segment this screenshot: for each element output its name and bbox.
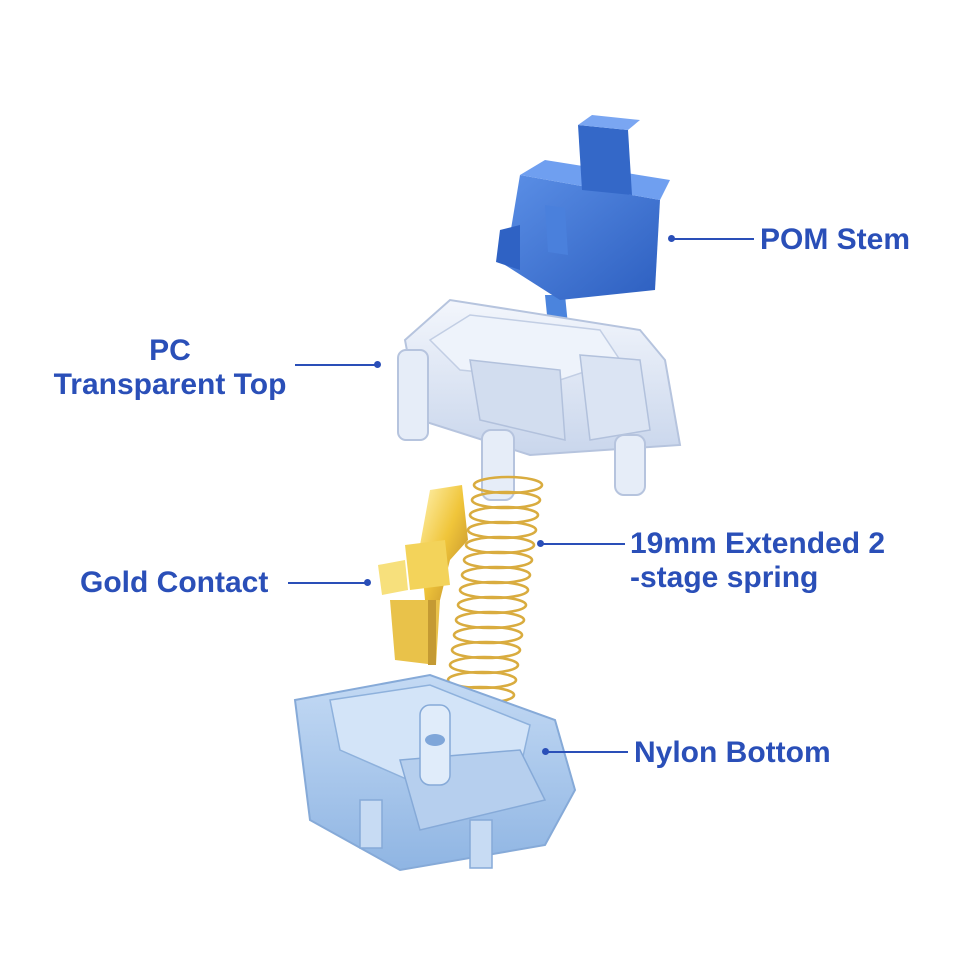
spring-leader-line xyxy=(543,543,625,545)
nylon-bottom-text: Nylon Bottom xyxy=(634,736,831,769)
contact-leader-dot xyxy=(364,579,371,586)
nylon-bottom-image xyxy=(293,673,577,872)
bottom-leader-dot xyxy=(542,748,549,755)
bottom-leader-line xyxy=(548,751,628,753)
spring-line1: 19mm Extended 2 xyxy=(630,527,886,560)
spring-leader-dot xyxy=(537,540,544,547)
spring-label: 19mm Extended 2 -stage spring xyxy=(630,527,885,595)
stem-leader-line xyxy=(674,238,754,240)
pc-top-line1: PC xyxy=(149,334,191,367)
top-leader-dot xyxy=(374,361,381,368)
nylon-bottom-label: Nylon Bottom xyxy=(634,736,831,770)
top-leader-line xyxy=(295,364,375,366)
pom-stem-text: POM Stem xyxy=(760,223,911,256)
pom-stem-label: POM Stem xyxy=(760,223,910,257)
gold-contact-label: Gold Contact xyxy=(80,566,268,600)
contact-leader-line xyxy=(288,582,366,584)
pc-top-label: PC Transparent Top xyxy=(45,334,295,402)
gold-contact-text: Gold Contact xyxy=(80,566,269,599)
gold-contact-image xyxy=(378,485,468,665)
spring-image xyxy=(444,475,544,705)
pom-stem-image xyxy=(496,115,670,325)
spring-line2: -stage spring xyxy=(630,561,819,594)
pc-transparent-top-image xyxy=(397,298,682,501)
pc-top-line2: Transparent Top xyxy=(53,368,287,401)
stem-leader-dot xyxy=(668,235,675,242)
